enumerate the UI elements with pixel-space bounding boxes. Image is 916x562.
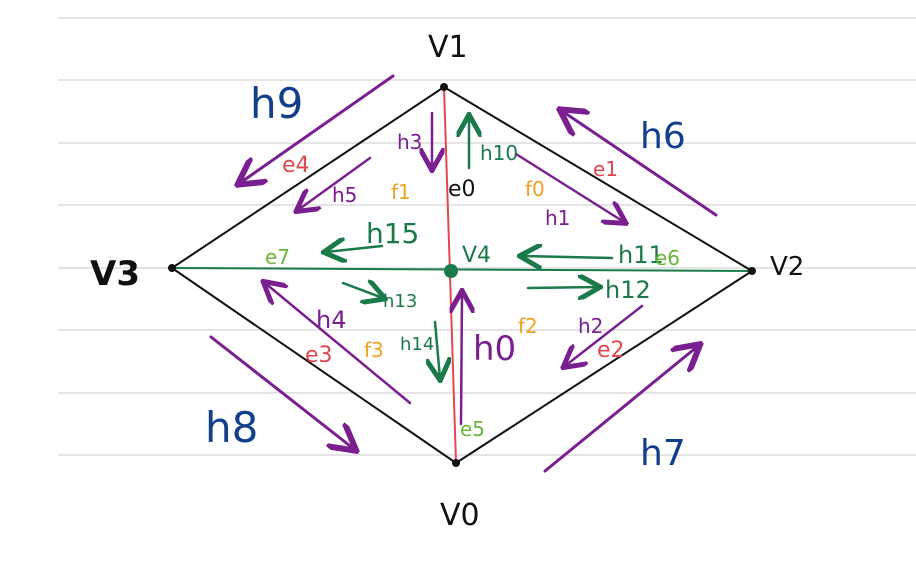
label-f2: f2 [518, 314, 538, 338]
edge-v0-v3 [171, 267, 457, 464]
vertex-labels: V1 V2 V3 V0 V4 [90, 30, 804, 533]
label-e6: e6 [655, 246, 680, 270]
vertex-v3-dot [168, 264, 176, 272]
vertex-v0-dot [452, 459, 460, 467]
label-e4: e4 [282, 153, 310, 178]
outer-halfedge-arrows [209, 74, 718, 473]
label-h7: h7 [640, 433, 686, 474]
arrow-h1 [514, 152, 624, 222]
label-v2: V2 [770, 252, 804, 282]
label-v0: V0 [440, 498, 480, 533]
arrow-h15 [326, 246, 384, 252]
edge-labels: e0 e1 e2 e3 e4 e5 e6 e7 [265, 153, 680, 441]
arrow-h13 [341, 283, 383, 298]
inner-halfedge-labels: h3 h10 h1 h5 h15 h11 h12 h13 h4 h14 h0 h… [316, 130, 664, 369]
edge-v2-v0 [455, 270, 753, 464]
vertex-v1-dot [440, 83, 448, 91]
label-h0: h0 [473, 329, 516, 369]
outer-halfedge-labels: h9 h6 h7 h8 [205, 79, 686, 474]
label-h11: h11 [618, 241, 664, 269]
arrow-h0 [461, 293, 462, 426]
label-h4: h4 [316, 306, 346, 334]
label-h8: h8 [205, 403, 258, 452]
label-e7: e7 [265, 245, 290, 269]
label-e5: e5 [460, 417, 485, 441]
label-h1: h1 [545, 206, 570, 230]
arrow-h4 [265, 283, 412, 405]
label-h10: h10 [480, 141, 518, 165]
label-h9: h9 [250, 79, 303, 128]
face-labels: f0 f1 f2 f3 [364, 177, 545, 362]
label-e1: e1 [593, 157, 618, 181]
label-h3: h3 [397, 130, 422, 154]
vertex-v4-dot [444, 264, 458, 278]
arrow-h2 [565, 304, 644, 366]
arrow-h9 [240, 74, 395, 183]
arrow-h5 [298, 156, 372, 210]
label-h14: h14 [400, 334, 434, 355]
label-h12: h12 [605, 276, 651, 304]
paper-rules [58, 17, 916, 456]
label-f1: f1 [391, 180, 411, 204]
label-e2: e2 [597, 338, 625, 363]
label-h5: h5 [332, 183, 357, 207]
edge-v1-v2 [443, 86, 753, 272]
label-f0: f0 [525, 177, 545, 201]
label-h6: h6 [640, 116, 686, 157]
diagonal-v3-v2 [171, 267, 753, 272]
label-v3: V3 [90, 254, 140, 294]
arrow-h8 [209, 335, 354, 449]
outer-edges [171, 86, 753, 464]
arrow-h7 [543, 346, 698, 473]
label-e0: e0 [448, 177, 476, 202]
arrow-h6 [562, 111, 718, 217]
label-h2: h2 [578, 314, 603, 338]
label-h13: h13 [383, 291, 417, 312]
edge-v3-v1 [171, 86, 445, 269]
label-f3: f3 [364, 338, 384, 362]
arrow-h14 [435, 320, 440, 378]
label-h15: h15 [366, 217, 419, 250]
inner-halfedge-arrows [265, 111, 644, 426]
arrow-h11 [522, 256, 614, 258]
label-v4: V4 [462, 243, 491, 268]
label-e3: e3 [305, 343, 333, 368]
arrow-h12 [526, 287, 598, 288]
label-v1: V1 [428, 30, 468, 65]
vertex-v2-dot [748, 267, 756, 275]
